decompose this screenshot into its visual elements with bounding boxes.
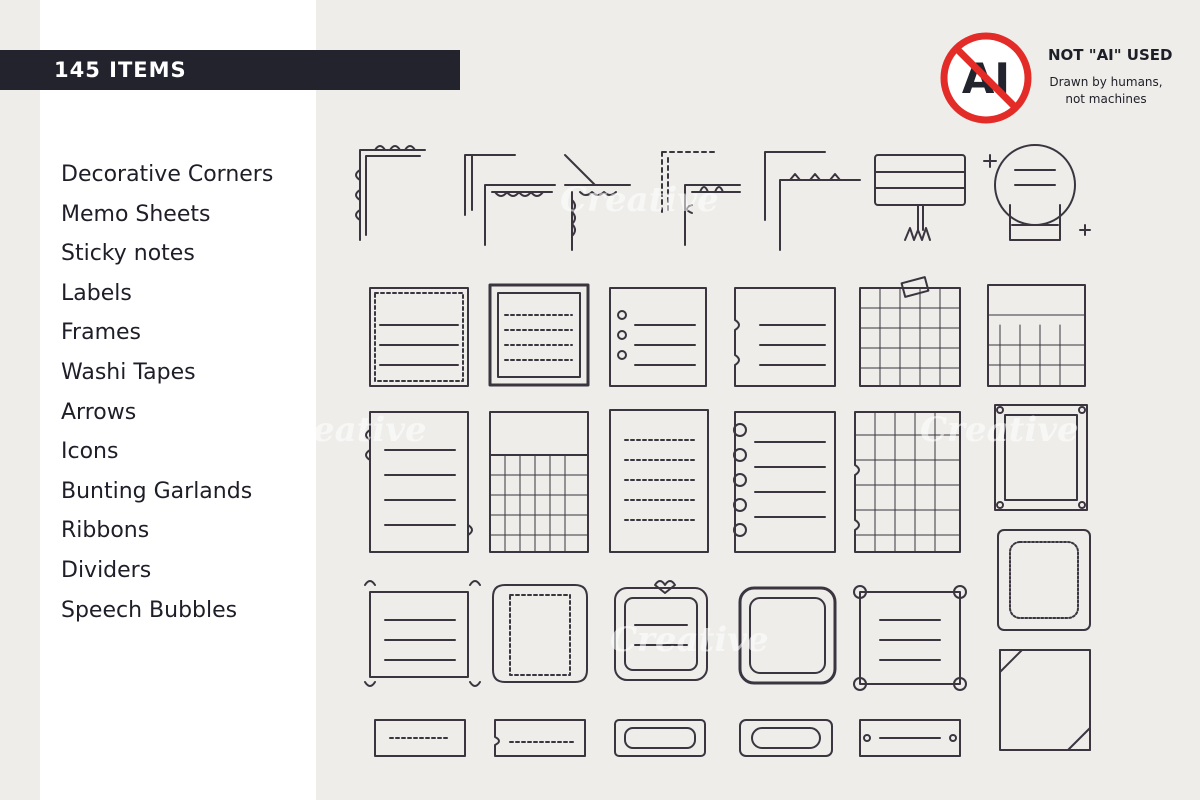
grid-frame-icon — [489, 411, 589, 553]
item-list-panel — [40, 0, 316, 800]
label-rounded-icon — [614, 719, 706, 757]
doodle-elements-preview — [355, 144, 1091, 757]
list-item: Ribbons — [61, 518, 150, 544]
scalloped-frame-icon — [997, 529, 1091, 631]
item-count-banner: 145 ITEMS — [0, 50, 460, 90]
badge-subtitle: Drawn by humans, not machines — [1046, 74, 1166, 108]
memo-sheet-scalloped-icon — [609, 287, 707, 387]
not-ai-badge: AI NOT "AI" USED Drawn by humans, not ma… — [938, 30, 1188, 130]
spiral-notebook-icon — [733, 411, 836, 553]
label-pill-icon — [739, 719, 833, 757]
decorative-corner-scallop-icon — [464, 154, 556, 246]
list-item: Decorative Corners — [61, 162, 274, 187]
badge-subtitle-line: not machines — [1065, 92, 1147, 106]
badge-title: NOT "AI" USED — [1048, 46, 1173, 64]
label-dotted-icon — [859, 719, 961, 757]
lined-frame-icon — [609, 409, 709, 553]
list-item: Labels — [61, 280, 132, 306]
memo-sheet-torn-icon — [734, 287, 836, 387]
memo-sheet-grid-icon — [859, 276, 961, 387]
decorative-corner-dotted-icon — [661, 151, 741, 246]
list-item: Speech Bubbles — [61, 597, 238, 623]
corner-tab-frame-icon — [999, 649, 1091, 751]
memo-sheet-torn-top-icon — [987, 284, 1086, 387]
list-item: Bunting Garlands — [61, 478, 253, 504]
floral-frame-icon — [364, 580, 481, 687]
no-ai-icon: AI — [940, 32, 1032, 124]
dotted-corner-frame-icon — [853, 585, 967, 691]
list-item: Frames — [61, 320, 142, 346]
heart-frame-icon — [614, 580, 708, 681]
list-item: Memo Sheets — [61, 201, 211, 227]
wooden-sign-icon — [874, 154, 966, 241]
decorative-corner-beaded-icon — [564, 154, 631, 251]
list-item: Dividers — [61, 557, 152, 583]
ornate-frame-icon — [492, 584, 588, 683]
badge-subtitle-line: Drawn by humans, — [1049, 75, 1163, 89]
included-items-list: Decorative Corners Memo Sheets Sticky no… — [61, 155, 273, 630]
torn-grid-page-icon — [854, 411, 961, 553]
label-plain-icon — [374, 719, 466, 757]
label-tab-icon — [494, 719, 586, 757]
memo-sheet-dashed-icon — [369, 287, 469, 387]
list-item: Icons — [61, 439, 119, 465]
list-item: Arrows — [61, 399, 137, 425]
decorative-corner-heart-icon — [764, 151, 861, 251]
list-item: Sticky notes — [61, 241, 195, 267]
decorative-corner-leaf-icon — [355, 145, 426, 241]
leaf-frame-icon — [365, 411, 473, 553]
list-item: Washi Tapes — [61, 359, 196, 385]
lightbulb-icon — [983, 144, 1091, 241]
rounded-square-frame-icon — [738, 586, 837, 685]
memo-sheet-thick-icon — [488, 283, 590, 387]
item-count-label: 145 ITEMS — [54, 58, 187, 82]
nailed-frame-icon — [994, 404, 1088, 511]
